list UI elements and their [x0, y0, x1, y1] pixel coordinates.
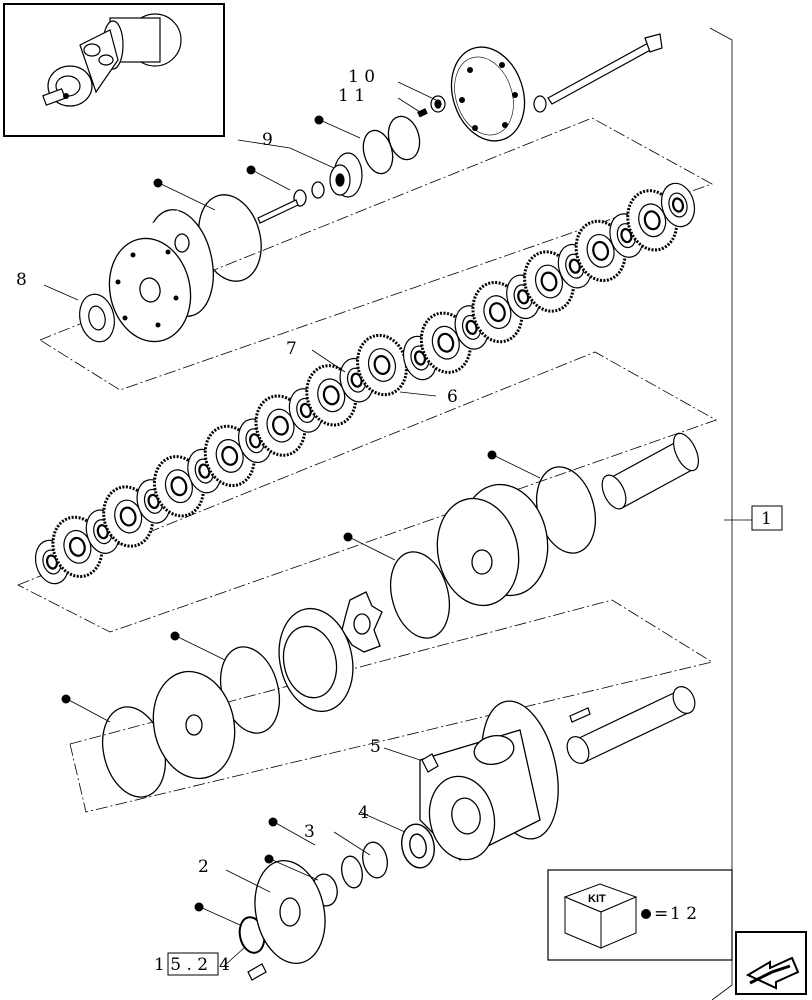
callout-6: 6 — [447, 387, 458, 407]
kit-equals: = — [654, 904, 668, 924]
pin-11[interactable] — [417, 108, 428, 118]
callout-3: 3 — [304, 822, 315, 842]
separator-plate[interactable] — [554, 241, 596, 292]
dashed-group-boundary — [39, 117, 713, 391]
kit-label: KIT — [588, 893, 606, 905]
svg-text:1: 1 — [761, 509, 772, 529]
kit-bullet-markers — [61, 115, 497, 912]
small-seal-10[interactable] — [430, 95, 446, 113]
dashed-group-boundary — [69, 599, 714, 813]
thrust-washer-3 — [362, 841, 388, 879]
arrow-next-icon[interactable] — [735, 931, 807, 995]
splined-drive-shaft[interactable] — [597, 430, 703, 513]
o-ring — [293, 189, 307, 207]
svg-text:1 5 . 2: 1 5 . 2 — [154, 955, 208, 975]
o-ring — [341, 855, 363, 889]
cap-screw[interactable] — [247, 963, 267, 981]
front-flange-2[interactable] — [246, 854, 334, 970]
plug-screw-5[interactable] — [421, 753, 439, 773]
wear-plate[interactable] — [144, 664, 245, 786]
bearing-housing[interactable] — [419, 694, 570, 866]
callout-5: 5 — [370, 737, 381, 757]
gerotor-ring[interactable] — [270, 602, 362, 719]
callout-9: 9 — [262, 130, 273, 150]
valve-disc-9[interactable] — [329, 152, 363, 198]
star-rotor[interactable] — [341, 591, 383, 653]
overview-thumbnail[interactable] — [3, 3, 225, 137]
callout-2: 2 — [198, 857, 209, 877]
friction-disc[interactable] — [518, 246, 580, 316]
shaft-pin[interactable] — [257, 199, 299, 224]
dashed-group-boundary — [17, 351, 717, 633]
manifold-block[interactable] — [100, 204, 222, 350]
output-shaft[interactable] — [563, 683, 699, 767]
page-reference-link[interactable]: 1 5 . 2 4 — [154, 952, 230, 976]
callout-4: 4 — [358, 803, 369, 823]
callout-7: 7 — [286, 339, 297, 359]
rotor-housing[interactable] — [428, 476, 558, 613]
seal-washer-8[interactable] — [75, 291, 118, 345]
callout-11: 1 1 — [338, 86, 365, 106]
svg-text:4: 4 — [219, 955, 230, 975]
end-cover-plate[interactable] — [440, 38, 536, 151]
kit-value: 1 2 — [670, 904, 697, 924]
o-ring — [387, 115, 421, 161]
callout-10: 1 0 — [348, 67, 375, 87]
kit-bullet-icon — [641, 909, 651, 919]
kit-legend: KIT = 1 2 — [547, 869, 733, 961]
needle-bearing-4[interactable] — [398, 821, 438, 871]
o-ring — [311, 181, 325, 199]
o-ring — [390, 551, 450, 639]
callout-8: 8 — [16, 270, 27, 290]
group-ref-box[interactable]: 1 — [751, 505, 783, 531]
separator-plate[interactable] — [657, 180, 699, 231]
o-ring — [362, 129, 394, 175]
friction-disc-stack — [34, 180, 699, 585]
tie-bolt[interactable] — [533, 33, 663, 113]
friction-disc[interactable] — [351, 330, 413, 400]
